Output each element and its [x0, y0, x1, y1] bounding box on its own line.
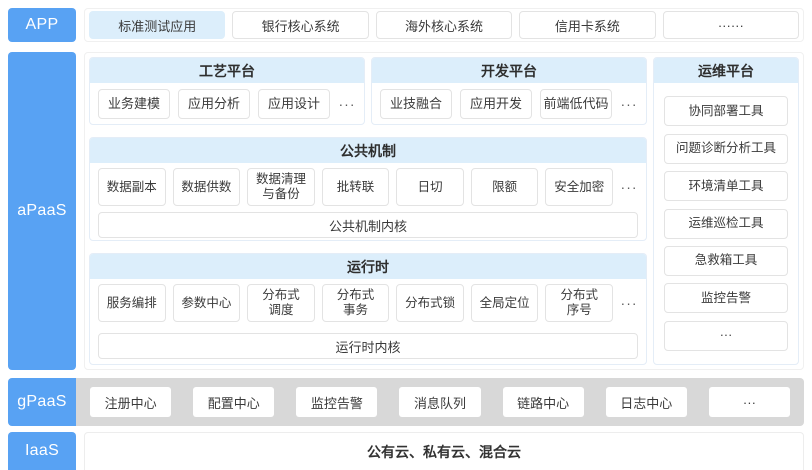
ops-item: 急救箱工具	[664, 245, 788, 276]
layer-app: APP 标准测试应用 银行核心系统 海外核心系统 信用卡系统 ······	[8, 8, 804, 42]
app-item-bank-core: 银行核心系统	[232, 11, 369, 39]
panel-mechanism-body: 数据副本 数据供数 数据清理 与备份 批转联 日切 限额 安全加密 ··· 公共…	[90, 163, 646, 240]
gpaas-item: 链路中心	[502, 387, 584, 417]
panel-runtime-body: 服务编排 参数中心 分布式 调度 分布式 事务 分布式锁 全局定位 分布式 序号…	[90, 279, 646, 364]
mechanism-item: 数据清理 与备份	[247, 168, 315, 206]
runtime-item: 分布式 事务	[321, 284, 390, 322]
mechanism-item: 限额	[470, 168, 539, 206]
layer-apaas: aPaaS 工艺平台 业务建模 应用分析 应用设计 ··· 开发平台	[8, 52, 804, 370]
dev-item: 业技融合	[380, 88, 452, 119]
craft-item: 业务建模	[98, 88, 170, 119]
panel-dev-body: 业技融合 应用开发 前端低代码 ···	[372, 83, 646, 124]
dev-item: 前端低代码	[540, 88, 612, 119]
app-item-ellipsis: ······	[662, 11, 800, 39]
mechanism-item: 日切	[396, 168, 464, 206]
gpaas-item: 日志中心	[605, 387, 687, 417]
mechanism-more-ellipsis: ···	[620, 179, 638, 195]
runtime-item: 全局定位	[470, 284, 539, 322]
layer-gpaas: gPaaS 注册中心 配置中心 监控告警 消息队列 链路中心 日志中心 ···	[8, 378, 804, 426]
mechanism-items-row: 数据副本 数据供数 数据清理 与备份 批转联 日切 限额 安全加密 ···	[98, 168, 638, 206]
app-strip: 标准测试应用 银行核心系统 海外核心系统 信用卡系统 ······	[84, 8, 804, 42]
layer-label-iaas: IaaS	[8, 432, 76, 470]
runtime-items-row: 服务编排 参数中心 分布式 调度 分布式 事务 分布式锁 全局定位 分布式 序号…	[98, 284, 638, 322]
runtime-more-ellipsis: ···	[620, 295, 638, 311]
gpaas-item: 配置中心	[193, 387, 275, 417]
ops-item: 监控告警	[664, 283, 788, 314]
mechanism-item: 安全加密	[545, 168, 614, 206]
ops-item: 问题诊断分析工具	[664, 133, 788, 164]
apaas-body: 工艺平台 业务建模 应用分析 应用设计 ··· 开发平台 业技融合 应用开发	[84, 52, 804, 370]
runtime-kernel-bar: 运行时内核	[98, 333, 638, 359]
dev-more-ellipsis: ···	[620, 95, 638, 112]
app-item-credit-card: 信用卡系统	[519, 11, 656, 39]
apaas-left-column: 工艺平台 业务建模 应用分析 应用设计 ··· 开发平台 业技融合 应用开发	[89, 57, 647, 365]
craft-more-ellipsis: ···	[338, 95, 356, 112]
gpaas-item: 消息队列	[399, 387, 481, 417]
gpaas-strip: 注册中心 配置中心 监控告警 消息队列 链路中心 日志中心 ···	[76, 378, 804, 426]
craft-item: 应用分析	[178, 88, 250, 119]
layer-label-apaas: aPaaS	[8, 52, 76, 370]
layer-label-app: APP	[8, 8, 76, 42]
panel-runtime: 运行时 服务编排 参数中心 分布式 调度 分布式 事务 分布式锁 全局定位 分布…	[89, 253, 647, 365]
craft-item: 应用设计	[258, 88, 330, 119]
gpaas-item: 监控告警	[296, 387, 378, 417]
runtime-item: 分布式 调度	[247, 284, 315, 322]
panel-dev-title: 开发平台	[372, 58, 646, 83]
runtime-item: 服务编排	[98, 284, 166, 322]
panel-ops-platform: 运维平台 协同部署工具 问题诊断分析工具 环境清单工具 运维巡检工具 急救箱工具…	[653, 57, 799, 365]
gpaas-item: 注册中心	[90, 387, 172, 417]
runtime-item: 参数中心	[172, 284, 241, 322]
panel-ops-body: 协同部署工具 问题诊断分析工具 环境清单工具 运维巡检工具 急救箱工具 监控告警…	[654, 83, 798, 364]
runtime-item: 分布式锁	[396, 284, 464, 322]
mechanism-item: 数据供数	[172, 168, 241, 206]
layer-label-gpaas: gPaaS	[8, 378, 76, 426]
panel-ops-title: 运维平台	[654, 58, 798, 83]
panel-craft-title: 工艺平台	[90, 58, 364, 83]
apaas-top-panels: 工艺平台 业务建模 应用分析 应用设计 ··· 开发平台 业技融合 应用开发	[89, 57, 647, 125]
app-item-overseas-core: 海外核心系统	[375, 11, 513, 39]
panel-craft-platform: 工艺平台 业务建模 应用分析 应用设计 ···	[89, 57, 365, 125]
panel-mechanism-title: 公共机制	[90, 138, 646, 163]
panel-runtime-title: 运行时	[90, 254, 646, 279]
iaas-clouds-text: 公有云、私有云、混合云	[84, 432, 804, 470]
panel-dev-platform: 开发平台 业技融合 应用开发 前端低代码 ···	[371, 57, 647, 125]
ops-item: 运维巡检工具	[664, 208, 788, 239]
runtime-item: 分布式 序号	[545, 284, 614, 322]
gpaas-more-ellipsis: ···	[708, 387, 790, 417]
ops-item: 协同部署工具	[664, 96, 788, 127]
mechanism-item: 批转联	[321, 168, 390, 206]
app-item-standard-test: 标准测试应用	[89, 11, 226, 39]
dev-item: 应用开发	[460, 88, 532, 119]
panel-common-mechanism: 公共机制 数据副本 数据供数 数据清理 与备份 批转联 日切 限额 安全加密 ·…	[89, 137, 647, 241]
layer-iaas: IaaS 公有云、私有云、混合云	[8, 432, 804, 470]
panel-craft-body: 业务建模 应用分析 应用设计 ···	[90, 83, 364, 124]
ops-item: 环境清单工具	[664, 171, 788, 202]
mechanism-kernel-bar: 公共机制内核	[98, 212, 638, 238]
ops-more-ellipsis: ···	[664, 320, 788, 351]
mechanism-item: 数据副本	[98, 168, 166, 206]
